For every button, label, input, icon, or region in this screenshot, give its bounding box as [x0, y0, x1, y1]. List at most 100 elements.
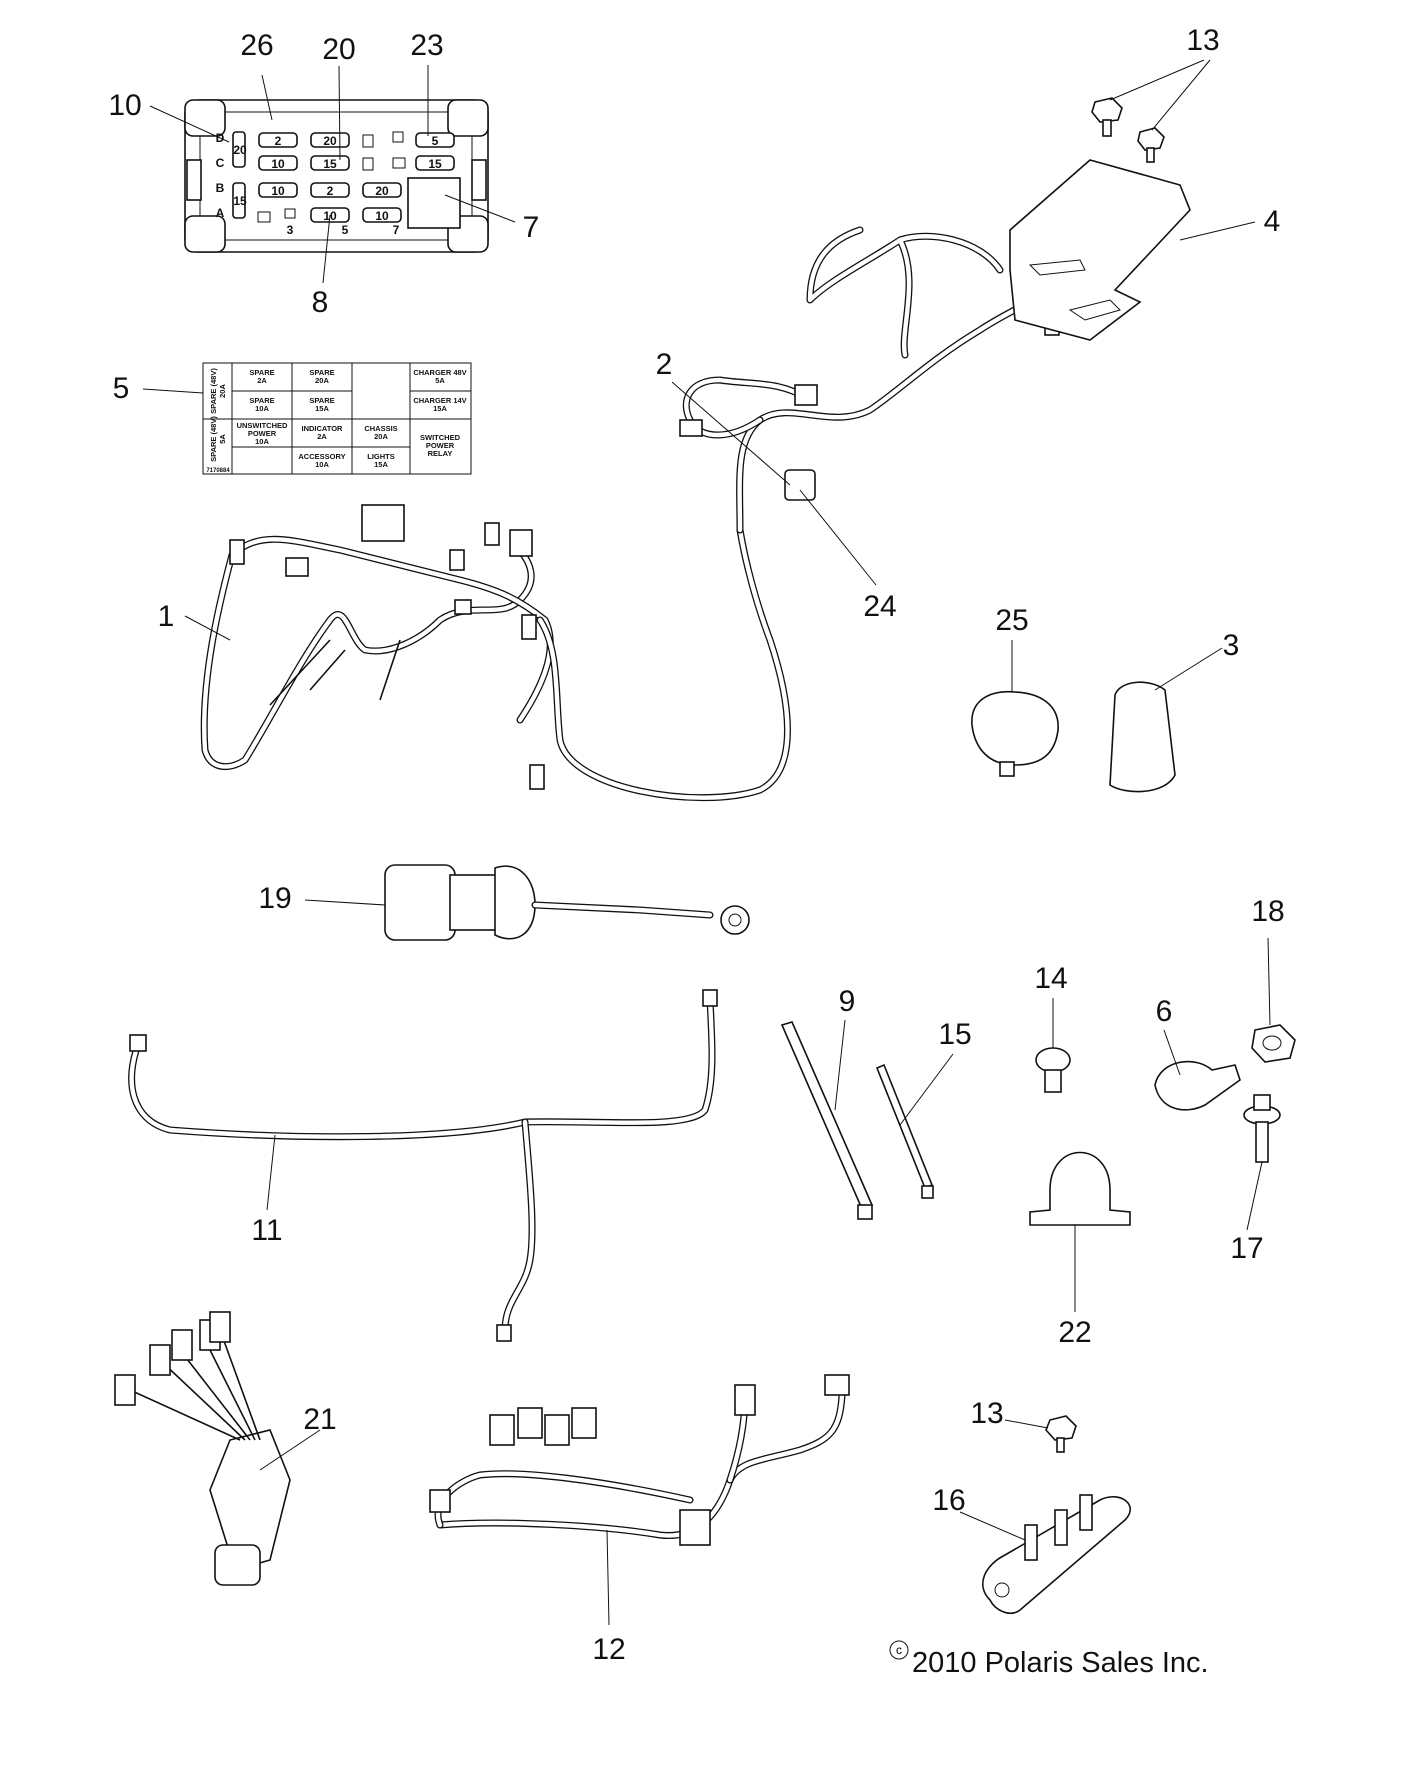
row-letter-c: C	[216, 156, 225, 170]
label-cell-charger-48v: CHARGER 48V	[413, 368, 466, 377]
nut	[1251, 1024, 1296, 1063]
connector	[971, 690, 1059, 777]
callout-19: 19	[258, 882, 291, 915]
callout-25: 25	[995, 604, 1028, 637]
row-letter-b: B	[216, 181, 225, 195]
fuse-mark: 3	[287, 223, 294, 237]
callout-1: 1	[158, 600, 175, 633]
label-cell-switched: SWITCHED	[420, 433, 461, 442]
pigtail-harness	[114, 1311, 291, 1586]
fuse-value: 5	[432, 134, 439, 148]
bolt	[1045, 1415, 1077, 1453]
fuse-value: 20	[233, 143, 247, 157]
label-cell-unswitched: UNSWITCHED	[237, 421, 288, 430]
relay-harness	[429, 1374, 850, 1546]
main-harness	[200, 504, 791, 802]
label-cell-switched: RELAY	[428, 449, 453, 458]
fuse-value: 10	[271, 184, 285, 198]
clip	[1029, 1047, 1241, 1226]
bolt	[1091, 97, 1165, 163]
callout-18: 18	[1251, 895, 1284, 928]
label-cell-accessory: 10A	[315, 460, 329, 469]
callout-17: 17	[1230, 1232, 1263, 1265]
fuse-value: 10	[271, 157, 285, 171]
callout-3: 3	[1223, 629, 1240, 662]
label-side-bottom: SPARE (48V)5A	[209, 416, 227, 462]
bracket	[1009, 159, 1191, 341]
callout-20: 20	[322, 33, 355, 66]
callout-15: 15	[938, 1018, 971, 1051]
callout-9: 9	[839, 985, 856, 1018]
callout-21: 21	[303, 1403, 336, 1436]
light-harness	[128, 989, 718, 1342]
label-cell-switched: POWER	[426, 441, 455, 450]
fuse	[362, 182, 402, 198]
fuse	[415, 132, 455, 148]
fuse-value: 15	[233, 194, 247, 208]
label-cell-spare-10a: 10A	[255, 404, 269, 413]
fuse	[415, 155, 455, 171]
label-cell-accessory: ACCESSORY	[298, 452, 345, 461]
terminal-block	[981, 1494, 1131, 1615]
callout-23: 23	[410, 29, 443, 62]
label-cell-spare-2a: SPARE	[249, 368, 274, 377]
fuse	[362, 207, 402, 223]
label-cell-unswitched: POWER	[248, 429, 277, 438]
label-cell-spare-15a: 15A	[315, 404, 329, 413]
callout-2: 2	[656, 348, 673, 381]
sleeve	[1109, 681, 1176, 793]
callout-12: 12	[592, 1633, 625, 1666]
label-cell-chassis: CHASSIS	[364, 424, 397, 433]
leader-lines	[142, 59, 1271, 1626]
callout-8: 8	[312, 286, 329, 319]
label-part-number: 7170884	[206, 468, 230, 474]
label-cell-spare-2a: 2A	[257, 376, 267, 385]
callout-22: 22	[1058, 1316, 1091, 1349]
label-cell-indicator: 2A	[317, 432, 327, 441]
fuse	[310, 182, 350, 198]
row-letter-a: A	[216, 206, 225, 220]
fuse-value: 15	[428, 157, 442, 171]
fuse-value: 20	[323, 134, 337, 148]
fuse-value: 15	[323, 157, 337, 171]
callout-13: 13	[1186, 24, 1219, 57]
label-cell-charger-14v: 15A	[433, 404, 447, 413]
bolt	[1243, 1094, 1281, 1163]
fuse	[258, 182, 298, 198]
callout-14: 14	[1034, 962, 1067, 995]
cable-tie	[780, 1021, 934, 1220]
fuse	[258, 155, 298, 171]
callout-5: 5	[113, 372, 130, 405]
label-cell-lights: LIGHTS	[367, 452, 395, 461]
fuse-value: 20	[375, 184, 389, 198]
copyright-text: 2010 Polaris Sales Inc.	[912, 1647, 1209, 1679]
label-cell-spare-20a: 20A	[315, 376, 329, 385]
label-cell-spare-10a: SPARE	[249, 396, 274, 405]
key-switch	[384, 864, 750, 941]
copyright-symbol: c	[896, 1643, 902, 1657]
fuse-mark: 7	[393, 223, 400, 237]
copyright: c 2010 Polaris Sales Inc.	[889, 1640, 1209, 1679]
label-cell-indicator: INDICATOR	[302, 424, 344, 433]
label-cell-spare-15a: SPARE	[309, 396, 334, 405]
label-cell-unswitched: 10A	[255, 437, 269, 446]
callout-26: 26	[240, 29, 273, 62]
callouts: 26 20 23 10 7 8 13 4 5 2 24 1 25 3 19 18…	[108, 24, 1284, 1666]
callout-4: 4	[1264, 205, 1281, 238]
label-cell-charger-14v: CHARGER 14V	[413, 396, 466, 405]
label-cell-chassis: 20A	[374, 432, 388, 441]
callout-11: 11	[251, 1214, 282, 1247]
label-cell-lights: 15A	[374, 460, 388, 469]
callout-13-lower: 13	[970, 1397, 1003, 1430]
label-cell-charger-48v: 5A	[435, 376, 445, 385]
fuse	[258, 132, 298, 148]
rear-harness	[679, 226, 1064, 534]
label-side-top: SPARE (48V)20A	[209, 368, 227, 414]
callout-7: 7	[523, 211, 540, 244]
fuse-mark: 5	[342, 223, 349, 237]
callout-24: 24	[863, 590, 896, 623]
fuse-value: 2	[327, 184, 334, 198]
callout-16: 16	[932, 1484, 965, 1517]
